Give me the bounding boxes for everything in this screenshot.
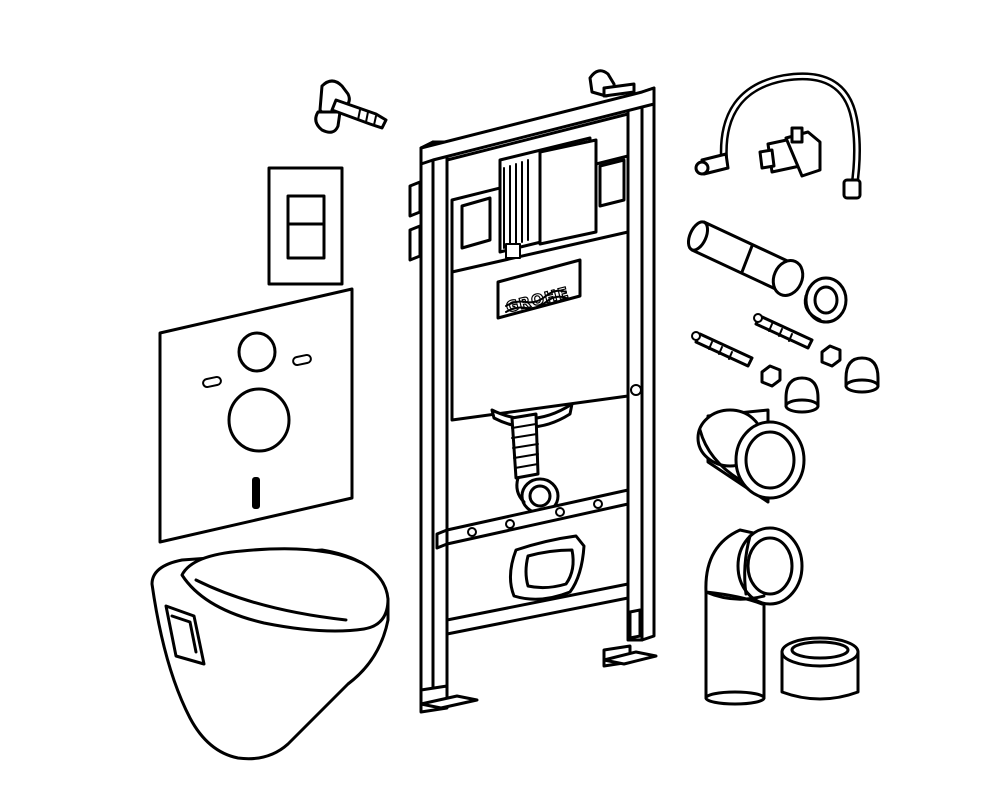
connector-sleeve <box>696 408 806 504</box>
flush-plate <box>267 166 344 286</box>
pipe-cover-cap <box>780 636 860 701</box>
wall-hung-wc-bowl <box>150 547 390 761</box>
cover-caps <box>784 356 880 414</box>
threaded-rods <box>691 313 814 368</box>
hex-nuts <box>760 344 842 388</box>
sound-insulation-pad <box>158 287 354 544</box>
installation-frame: GROHE <box>408 69 658 714</box>
wall-anchor-bolt <box>314 79 388 134</box>
sealing-ring <box>803 276 848 324</box>
flush-pipe <box>686 220 805 297</box>
flexible-supply-hose-with-valve <box>694 72 862 200</box>
drain-elbow-pipe <box>704 526 804 706</box>
